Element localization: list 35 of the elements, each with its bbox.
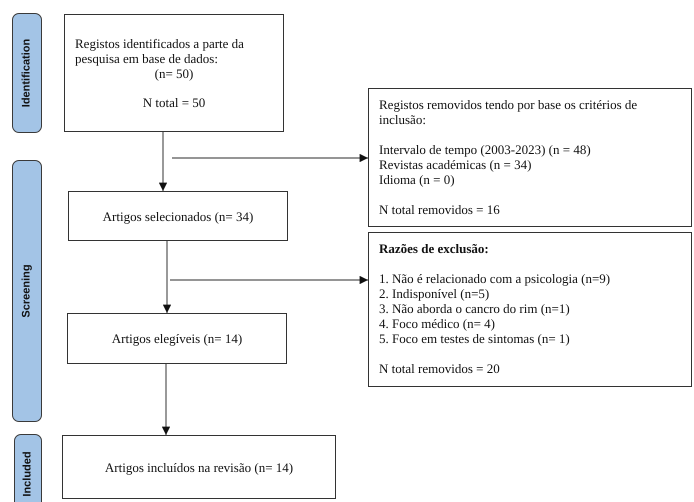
process-box — [368, 88, 692, 227]
node-text: Artigos selecionados (n= 34) — [102, 208, 254, 224]
phase-label: Included — [20, 451, 34, 497]
node-text: N total removidos = 16 — [379, 202, 501, 217]
arrow — [158, 132, 168, 191]
node-text: Revistas académicas (n = 34) — [379, 157, 532, 172]
node-text: N total removidos = 20 — [379, 361, 501, 376]
node-text: 3. Não aborda o cancro do rim (n=1) — [379, 301, 571, 316]
process-box — [368, 232, 692, 387]
process-box — [64, 14, 284, 132]
arrow — [172, 154, 368, 162]
node-text: 5. Foco em testes de sintomas (n= 1) — [379, 331, 571, 346]
node-text: 1. Não é relacionado com a psicologia (n=9) — [379, 271, 612, 286]
node-text: Registos identificados a parte da pesquisa em base de dados: — [75, 36, 245, 66]
process-box — [68, 191, 288, 241]
phase-band — [12, 13, 42, 133]
phase-label: Identification — [20, 38, 34, 108]
node-text: Registos removidos tendo por base os critérios de inclusão: — [379, 97, 638, 127]
arrow — [162, 364, 170, 435]
node-text: Razões de exclusão: — [379, 241, 490, 256]
phase-band — [14, 434, 42, 502]
node-text: (n= 50) — [154, 66, 194, 81]
node-text: N total = 50 — [142, 95, 206, 110]
node-text: 2. Indisponível (n=5) — [379, 286, 490, 301]
node-text: Artigos incluídos na revisão (n= 14) — [104, 460, 294, 474]
arrow — [170, 276, 368, 284]
process-box — [62, 435, 336, 499]
node-text: Idioma (n = 0) — [379, 172, 456, 187]
phase-label: Screening — [20, 264, 34, 318]
process-box — [67, 313, 287, 364]
phase-band — [12, 160, 42, 422]
arrow — [162, 241, 172, 313]
node-text: Artigos elegíveis (n= 14) — [110, 331, 244, 346]
node-text: Intervalo de tempo (2003-2023) (n = 48) — [379, 142, 592, 157]
node-text: 4. Foco médico (n= 4) — [379, 316, 496, 331]
